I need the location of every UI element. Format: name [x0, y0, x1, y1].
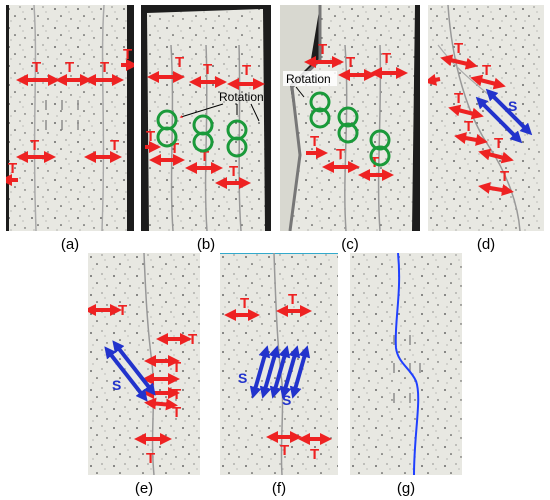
shear-arrows	[104, 340, 156, 402]
specimen-g	[350, 253, 462, 475]
specimen-e: T T T T T T S	[88, 253, 200, 475]
t-label: T	[188, 331, 197, 348]
specimen-a: T T T T T T T	[6, 5, 134, 231]
panel-g: (g)	[350, 253, 462, 497]
s-label: S	[238, 370, 247, 386]
specimen-f: T T T T S S	[220, 253, 338, 475]
t-label: T	[200, 148, 209, 165]
panel-d: T T T T T T S (d)	[428, 5, 544, 253]
rotation-label: Rotation	[219, 90, 264, 104]
rotation-pointer	[295, 86, 305, 98]
specimen-d: T T T T T T S	[428, 5, 544, 231]
t-label: T	[172, 404, 181, 421]
t-label: T	[100, 59, 109, 76]
t-label: T	[288, 291, 297, 308]
t-label: T	[123, 46, 132, 63]
t-label: T	[172, 386, 181, 403]
rotation-label: Rotation	[286, 72, 331, 86]
t-label: T	[172, 359, 181, 376]
t-label: T	[30, 137, 39, 154]
shear-arrows	[249, 345, 311, 399]
tension-arrows	[6, 59, 134, 186]
rotation-icons	[309, 91, 391, 167]
t-label: T	[8, 160, 17, 177]
t-label: T	[318, 41, 327, 58]
s-label: S	[112, 377, 121, 393]
specimen-b: T T T T T T T Rotation	[141, 5, 271, 231]
panel-c: T T T T T T Rotation (c)	[280, 5, 420, 253]
t-label: T	[175, 54, 184, 71]
caption-f: (f)	[271, 480, 287, 497]
t-label: T	[65, 59, 74, 76]
crack-path	[394, 253, 420, 475]
t-label: T	[146, 128, 155, 145]
shear-arrows	[475, 88, 533, 144]
t-label: T	[242, 62, 251, 79]
t-label: T	[203, 61, 212, 78]
caption-e: (e)	[134, 480, 154, 497]
t-label: T	[494, 135, 503, 152]
t-label: T	[32, 59, 41, 76]
s-label: S	[282, 392, 291, 408]
t-label: T	[170, 140, 179, 157]
t-label: T	[500, 168, 509, 185]
t-label: T	[310, 446, 319, 463]
caption-c: (c)	[341, 236, 359, 253]
s-label: S	[508, 98, 517, 114]
t-label: T	[346, 54, 355, 71]
caption-b: (b)	[196, 236, 216, 253]
t-label: T	[464, 118, 473, 135]
t-label: T	[240, 295, 249, 312]
tension-arrows	[224, 305, 332, 445]
panel-f: T T T T S S (f)	[220, 253, 338, 497]
t-label: T	[454, 40, 463, 57]
tension-arrows	[304, 56, 408, 181]
rotation-icons	[156, 109, 248, 158]
panel-e: T T T T T T S (e)	[88, 253, 200, 497]
t-label: T	[336, 146, 345, 163]
rotation-pointers	[179, 103, 260, 122]
tension-arrows	[145, 71, 265, 189]
t-label: T	[146, 450, 155, 467]
caption-d: (d)	[476, 236, 496, 253]
t-label: T	[454, 90, 463, 107]
caption-a: (a)	[60, 236, 80, 253]
t-label: T	[382, 50, 391, 67]
t-label: T	[229, 163, 238, 180]
specimen-c: T T T T T T Rotation	[280, 5, 420, 231]
caption-g: (g)	[396, 480, 416, 497]
t-label: T	[110, 137, 119, 154]
t-label: T	[482, 62, 491, 79]
panel-b: T T T T T T T Rotation (b)	[141, 5, 271, 253]
t-label: T	[118, 302, 127, 319]
tension-arrows	[428, 54, 514, 196]
panel-a: T T T T T T T (a)	[6, 5, 134, 253]
t-label: T	[310, 133, 319, 150]
t-label: T	[280, 442, 289, 459]
